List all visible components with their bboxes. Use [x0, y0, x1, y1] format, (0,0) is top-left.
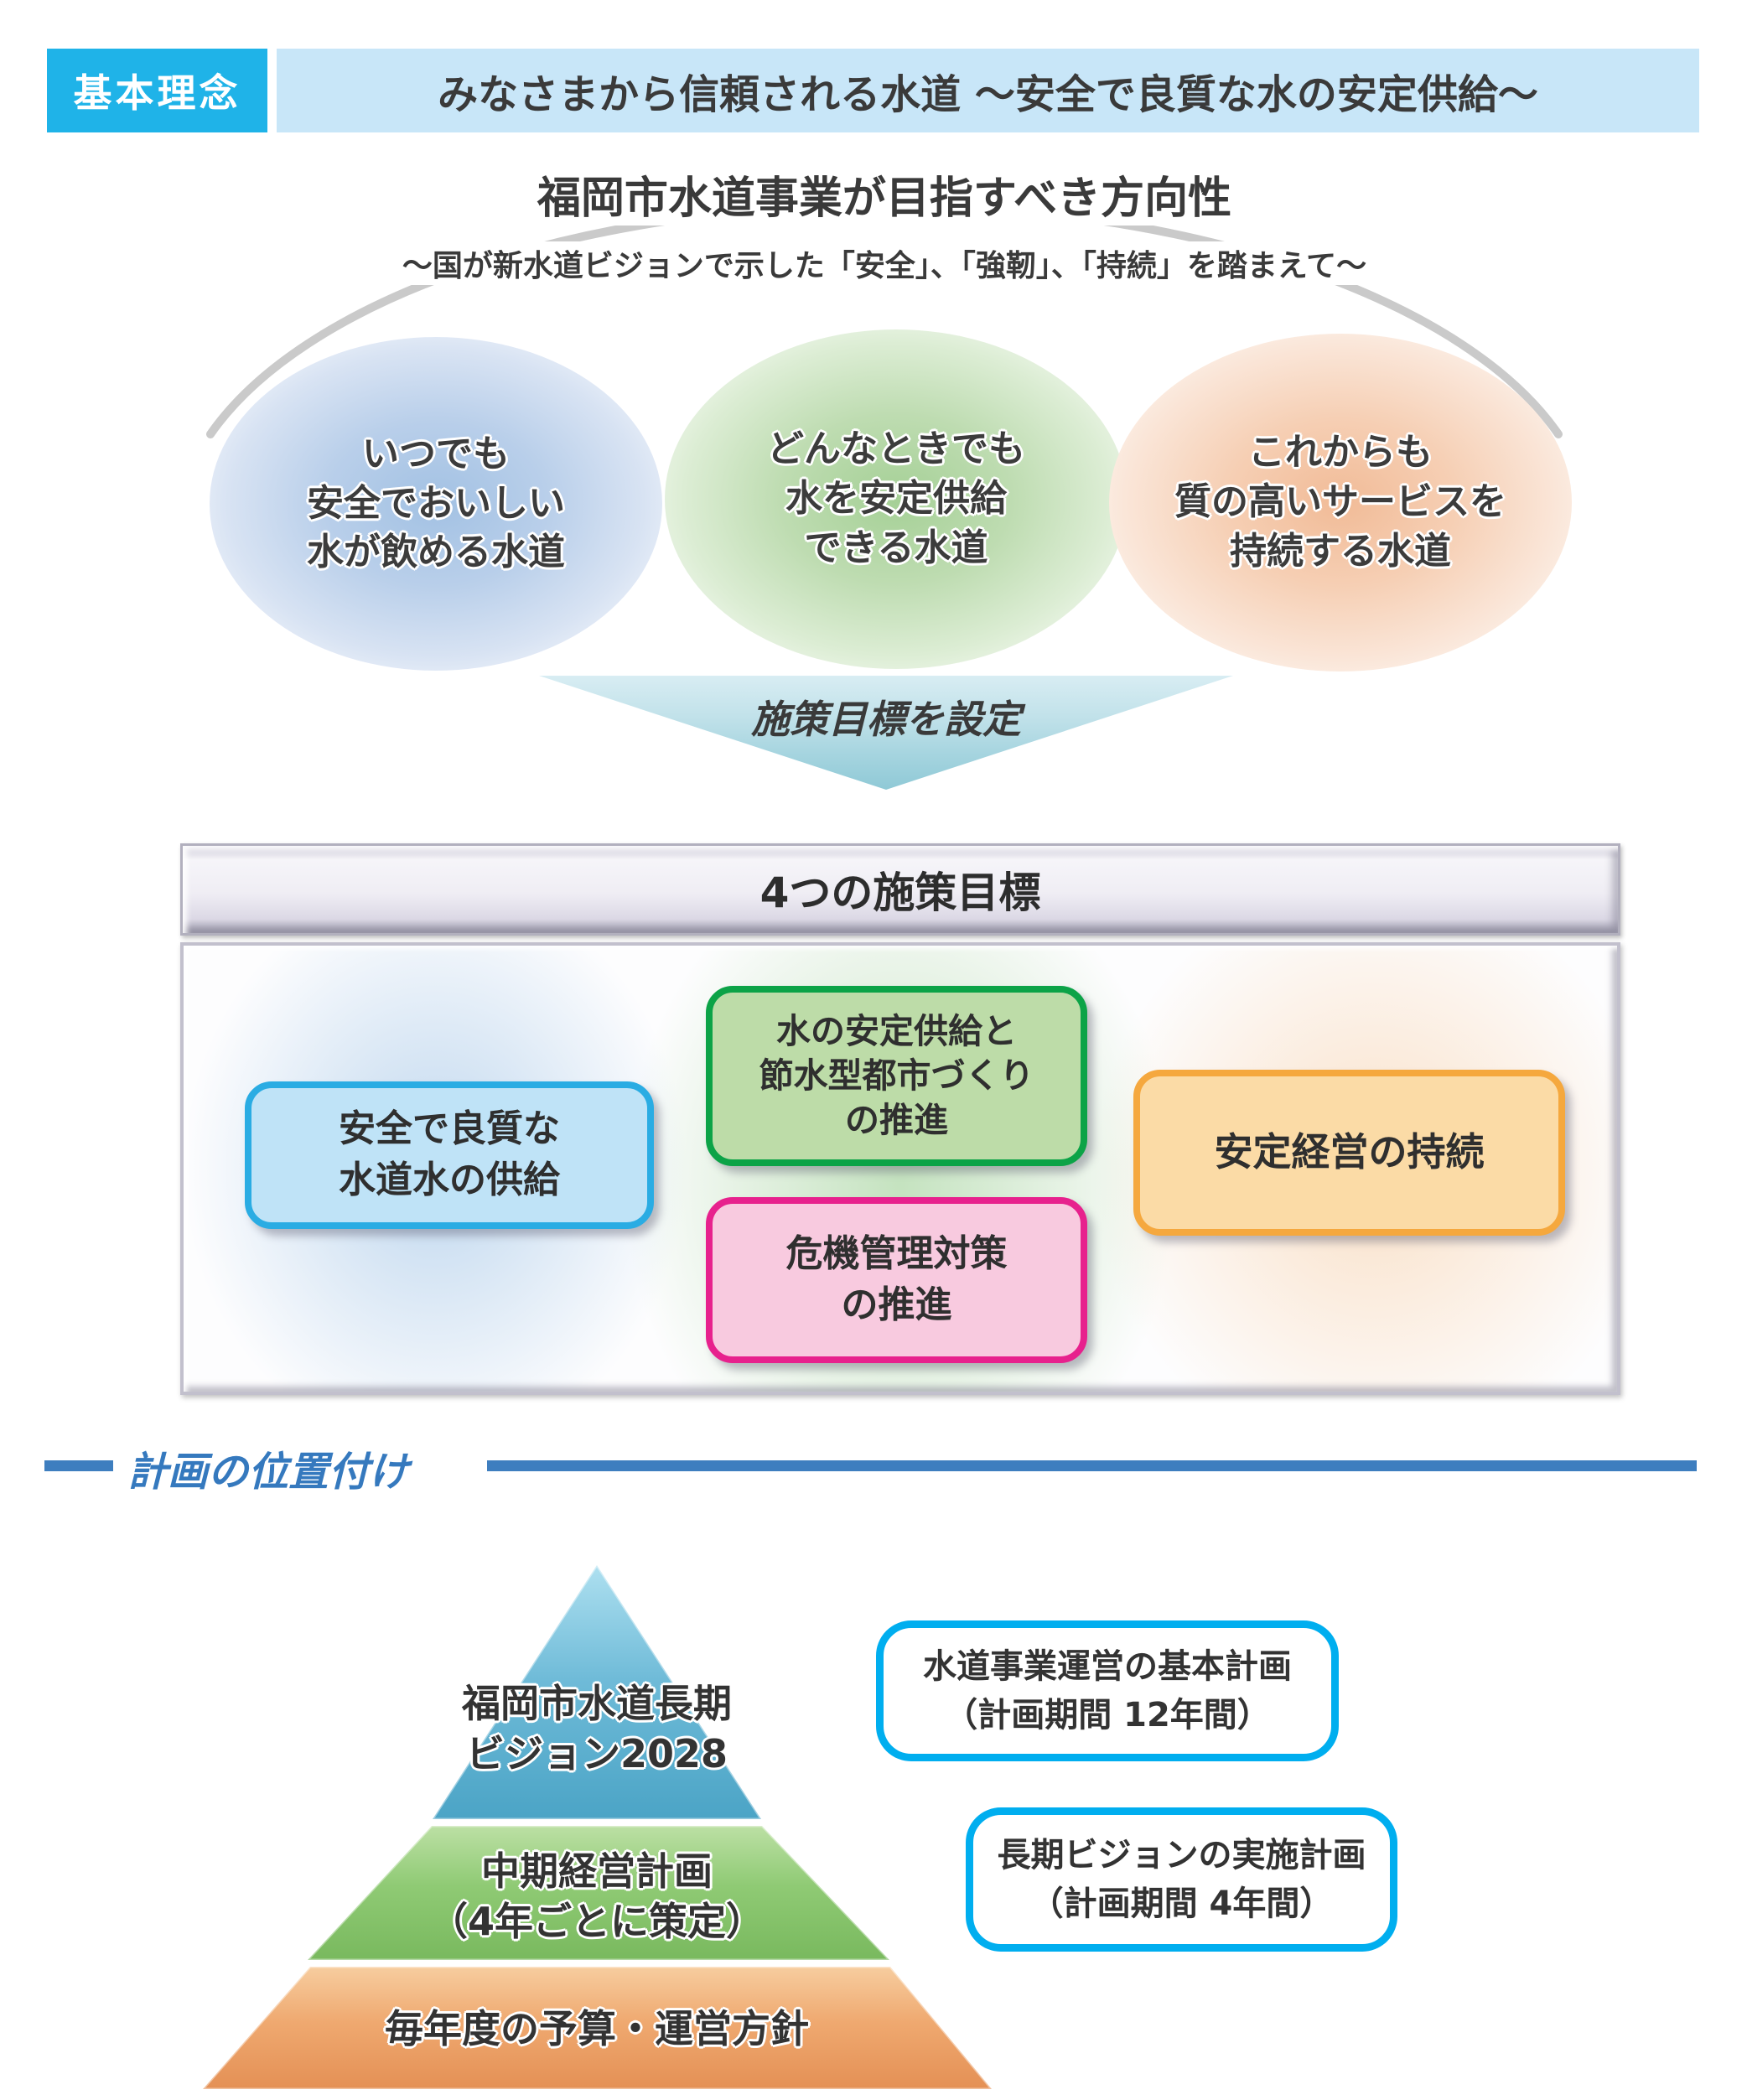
header-label-badge: 基本理念 [47, 49, 267, 132]
pyramid-label-line: 福岡市水道長期 [462, 1681, 732, 1726]
vision-ellipse-text: どんなときでも 水を安定供給 できる水道 [767, 425, 1025, 573]
goal-box-line: の推進 [841, 1283, 952, 1326]
section-title: 計画の位置付け [127, 1449, 410, 1496]
ellipse-line: 持続する水道 [1230, 529, 1451, 573]
goal-box-stable-management: 安定経営の持続 [1133, 1070, 1565, 1236]
goal-box-line: 水道水の供給 [339, 1159, 560, 1201]
goals-panel-header: 4つの施策目標 [180, 843, 1620, 936]
section-rule [487, 1460, 1697, 1471]
goals-title: 4つの施策目標 [759, 869, 1041, 917]
callout-line: （計画期間 4年間） [1029, 1885, 1334, 1923]
down-arrow-label: 施策目標を設定 [751, 697, 1021, 742]
callout-line: 長期ビジョンの実施計画 [997, 1836, 1366, 1874]
vision-ellipse-text: これからも 質の高いサービスを 持続する水道 [1174, 428, 1506, 577]
goal-box-line: 水の安定供給と [776, 1010, 1017, 1051]
callout-basic-plan: 水道事業運営の基本計画 （計画期間 12年間） [876, 1620, 1339, 1761]
goal-box-crisis-management: 危機管理対策 の推進 [706, 1197, 1087, 1363]
goal-box-line: 安定経営の持続 [1214, 1129, 1485, 1175]
direction-subtitle: ～国が新水道ビジョンで示した「安全」、「強靭」、「持続」を踏まえて～ [245, 241, 1524, 285]
vision-ellipse-safe-tasty: いつでも 安全でおいしい 水が飲める水道 [210, 337, 662, 671]
ellipse-line: 安全でおいしい [307, 481, 565, 525]
callout-line: 水道事業運営の基本計画 [923, 1647, 1292, 1686]
down-arrow: 施策目標を設定 [539, 676, 1233, 790]
vision-ellipse-quality-service: これからも 質の高いサービスを 持続する水道 [1109, 334, 1572, 671]
header-title-bar: みなさまから信頼される水道 ～安全で良質な水の安定供給～ [277, 49, 1699, 132]
direction-title: 福岡市水道事業が目指すべき方向性 [245, 163, 1524, 226]
plan-pyramid [200, 1563, 995, 2091]
pyramid-label-mid-term-plan: 中期経営計画 （4年ごとに策定） [387, 1846, 806, 1947]
pyramid-label-line: 毎年度の予算・運営方針 [385, 2006, 809, 2051]
pyramid-label-annual-budget: 毎年度の予算・運営方針 [303, 2004, 890, 2054]
goal-box-line: の推進 [845, 1100, 948, 1141]
pyramid-level-midterm-shape [304, 1824, 893, 1962]
goal-box-line: 危機管理対策 [785, 1232, 1008, 1276]
section-dash [44, 1460, 113, 1471]
ellipse-line: 水を安定供給 [785, 477, 1007, 521]
vision-ellipse-text: いつでも 安全でおいしい 水が飲める水道 [307, 430, 565, 578]
ellipse-line: いつでも [362, 432, 510, 475]
ellipse-line: これからも [1248, 431, 1433, 474]
pyramid-label-line: 中期経営計画 [481, 1849, 713, 1894]
page-title: みなさまから信頼される水道 ～安全で良質な水の安定供給～ [438, 71, 1538, 118]
callout-line: （計画期間 12年間） [944, 1696, 1271, 1734]
callout-implementation-plan: 長期ビジョンの実施計画 （計画期間 4年間） [966, 1807, 1397, 1952]
pyramid-level-annual-shape [200, 1965, 995, 2091]
pyramid-label-long-term-vision: 福岡市水道長期 ビジョン2028 [387, 1678, 806, 1779]
pyramid-label-line: ビジョン2028 [465, 1731, 728, 1776]
header-label-text: 基本理念 [73, 70, 241, 116]
ellipse-line: 水が飲める水道 [307, 531, 565, 574]
goal-box-line: 節水型都市づくり [759, 1055, 1034, 1096]
ellipse-line: 質の高いサービスを [1174, 480, 1506, 524]
pyramid-label-line: （4年ごとに策定） [428, 1899, 765, 1944]
vision-ellipse-stable-supply: どんなときでも 水を安定供給 できる水道 [665, 329, 1128, 669]
ellipse-line: どんなときでも [767, 428, 1025, 471]
goal-box-stable-supply: 水の安定供給と 節水型都市づくり の推進 [706, 986, 1087, 1166]
ellipse-line: できる水道 [804, 526, 988, 569]
goal-box-safe-quality-water: 安全で良質な 水道水の供給 [245, 1081, 654, 1229]
pyramid-level-vision-shape [430, 1563, 764, 1821]
goal-box-line: 安全で良質な [339, 1107, 560, 1151]
